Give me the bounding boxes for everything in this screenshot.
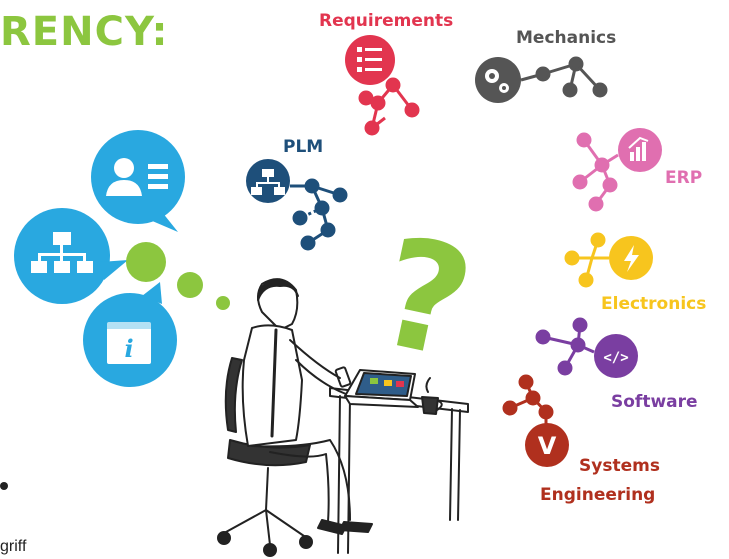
user-list-bubble (91, 130, 185, 232)
plm-node (246, 159, 348, 251)
code-icon: </> (603, 350, 628, 366)
bullet-dot (0, 482, 8, 490)
label-software: Software (611, 392, 698, 412)
label-electronics: Electronics (601, 294, 707, 314)
electronics-node (564, 232, 653, 288)
mechanics-node (475, 56, 608, 103)
chart-icon (628, 136, 649, 161)
requirements-node (345, 35, 420, 136)
label-erp: ERP (665, 168, 703, 188)
hierarchy-icon (251, 169, 285, 195)
person-at-desk-sketch (217, 278, 469, 557)
lightning-icon (624, 245, 639, 272)
info-letter: i (124, 334, 133, 363)
org-chart-icon (31, 232, 93, 273)
erp-node (572, 128, 662, 212)
label-engineering: Engineering (540, 485, 656, 505)
user-list-icon (106, 158, 168, 196)
label-mechanics: Mechanics (516, 28, 617, 48)
headline: RENCY: (0, 9, 169, 55)
info-icon: i (107, 322, 151, 364)
question-mark: ? (365, 205, 486, 393)
org-chart-bubble (14, 208, 128, 304)
label-plm: PLM (283, 137, 324, 157)
software-node: </> (535, 317, 638, 378)
thought-dots (126, 242, 230, 310)
systems-node: V (502, 374, 569, 467)
checklist-icon (357, 47, 382, 72)
edge-text: griff (0, 538, 27, 555)
v-model-icon: V (538, 432, 557, 460)
info-bubble: i (83, 282, 177, 387)
gears-icon (485, 69, 509, 93)
label-requirements: Requirements (319, 11, 454, 31)
label-systems: Systems (579, 456, 660, 476)
